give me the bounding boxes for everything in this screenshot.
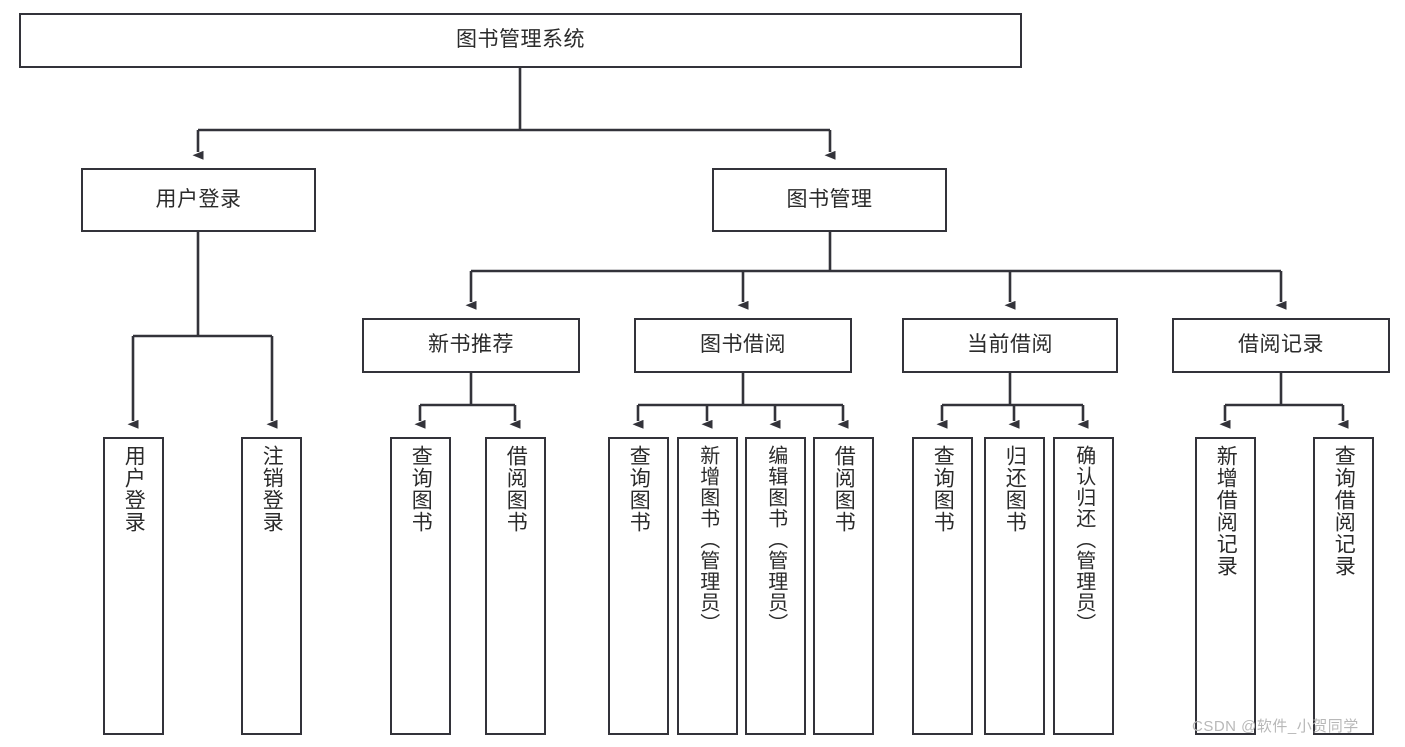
node-leaf-add-book[interactable]: 新增图书（管理员） (677, 437, 738, 735)
node-root-label: 图书管理系统 (456, 28, 585, 52)
node-leaf-user-login-label: 用户登录 (122, 445, 146, 533)
node-leaf-query-book-2[interactable]: 查询图书 (608, 437, 669, 735)
node-current-borrowing[interactable]: 当前借阅 (902, 318, 1118, 373)
node-borrowing-record-label: 借阅记录 (1238, 333, 1324, 357)
node-leaf-add-record-label: 新增借阅记录 (1214, 445, 1238, 577)
node-book-borrowing[interactable]: 图书借阅 (634, 318, 852, 373)
node-leaf-borrow-book-1[interactable]: 借阅图书 (485, 437, 546, 735)
node-book-management-label: 图书管理 (786, 187, 873, 211)
node-leaf-query-book-3-label: 查询图书 (931, 445, 955, 533)
node-leaf-edit-book-label: 编辑图书（管理员） (764, 445, 787, 634)
node-leaf-user-login[interactable]: 用户登录 (103, 437, 164, 735)
node-leaf-query-book-1[interactable]: 查询图书 (390, 437, 451, 735)
node-leaf-borrow-book-2-label: 借阅图书 (832, 445, 856, 533)
node-borrowing-record[interactable]: 借阅记录 (1172, 318, 1390, 373)
node-leaf-return-book[interactable]: 归还图书 (984, 437, 1045, 735)
node-leaf-query-book-1-label: 查询图书 (409, 445, 433, 533)
node-new-book-recommendation-label: 新书推荐 (428, 333, 514, 357)
node-book-borrowing-label: 图书借阅 (700, 333, 786, 357)
node-root[interactable]: 图书管理系统 (19, 13, 1022, 68)
node-leaf-confirm-return[interactable]: 确认归还（管理员） (1053, 437, 1114, 735)
node-leaf-logout[interactable]: 注销登录 (241, 437, 302, 735)
node-leaf-query-book-3[interactable]: 查询图书 (912, 437, 973, 735)
node-leaf-add-record[interactable]: 新增借阅记录 (1195, 437, 1256, 735)
node-leaf-query-record[interactable]: 查询借阅记录 (1313, 437, 1374, 735)
node-leaf-query-record-label: 查询借阅记录 (1332, 445, 1356, 577)
node-leaf-edit-book[interactable]: 编辑图书（管理员） (745, 437, 806, 735)
csdn-watermark: CSDN @软件_小贺同学 (1192, 718, 1359, 735)
node-leaf-borrow-book-2[interactable]: 借阅图书 (813, 437, 874, 735)
node-leaf-return-book-label: 归还图书 (1003, 445, 1027, 533)
node-user-login-label: 用户登录 (155, 187, 242, 211)
node-leaf-add-book-label: 新增图书（管理员） (696, 445, 719, 634)
node-leaf-query-book-2-label: 查询图书 (627, 445, 651, 533)
node-leaf-logout-label: 注销登录 (260, 445, 284, 533)
node-user-login[interactable]: 用户登录 (81, 168, 316, 232)
node-book-management[interactable]: 图书管理 (712, 168, 947, 232)
node-leaf-confirm-return-label: 确认归还（管理员） (1072, 445, 1095, 634)
node-current-borrowing-label: 当前借阅 (967, 333, 1053, 357)
node-leaf-borrow-book-1-label: 借阅图书 (504, 445, 528, 533)
node-new-book-recommendation[interactable]: 新书推荐 (362, 318, 580, 373)
